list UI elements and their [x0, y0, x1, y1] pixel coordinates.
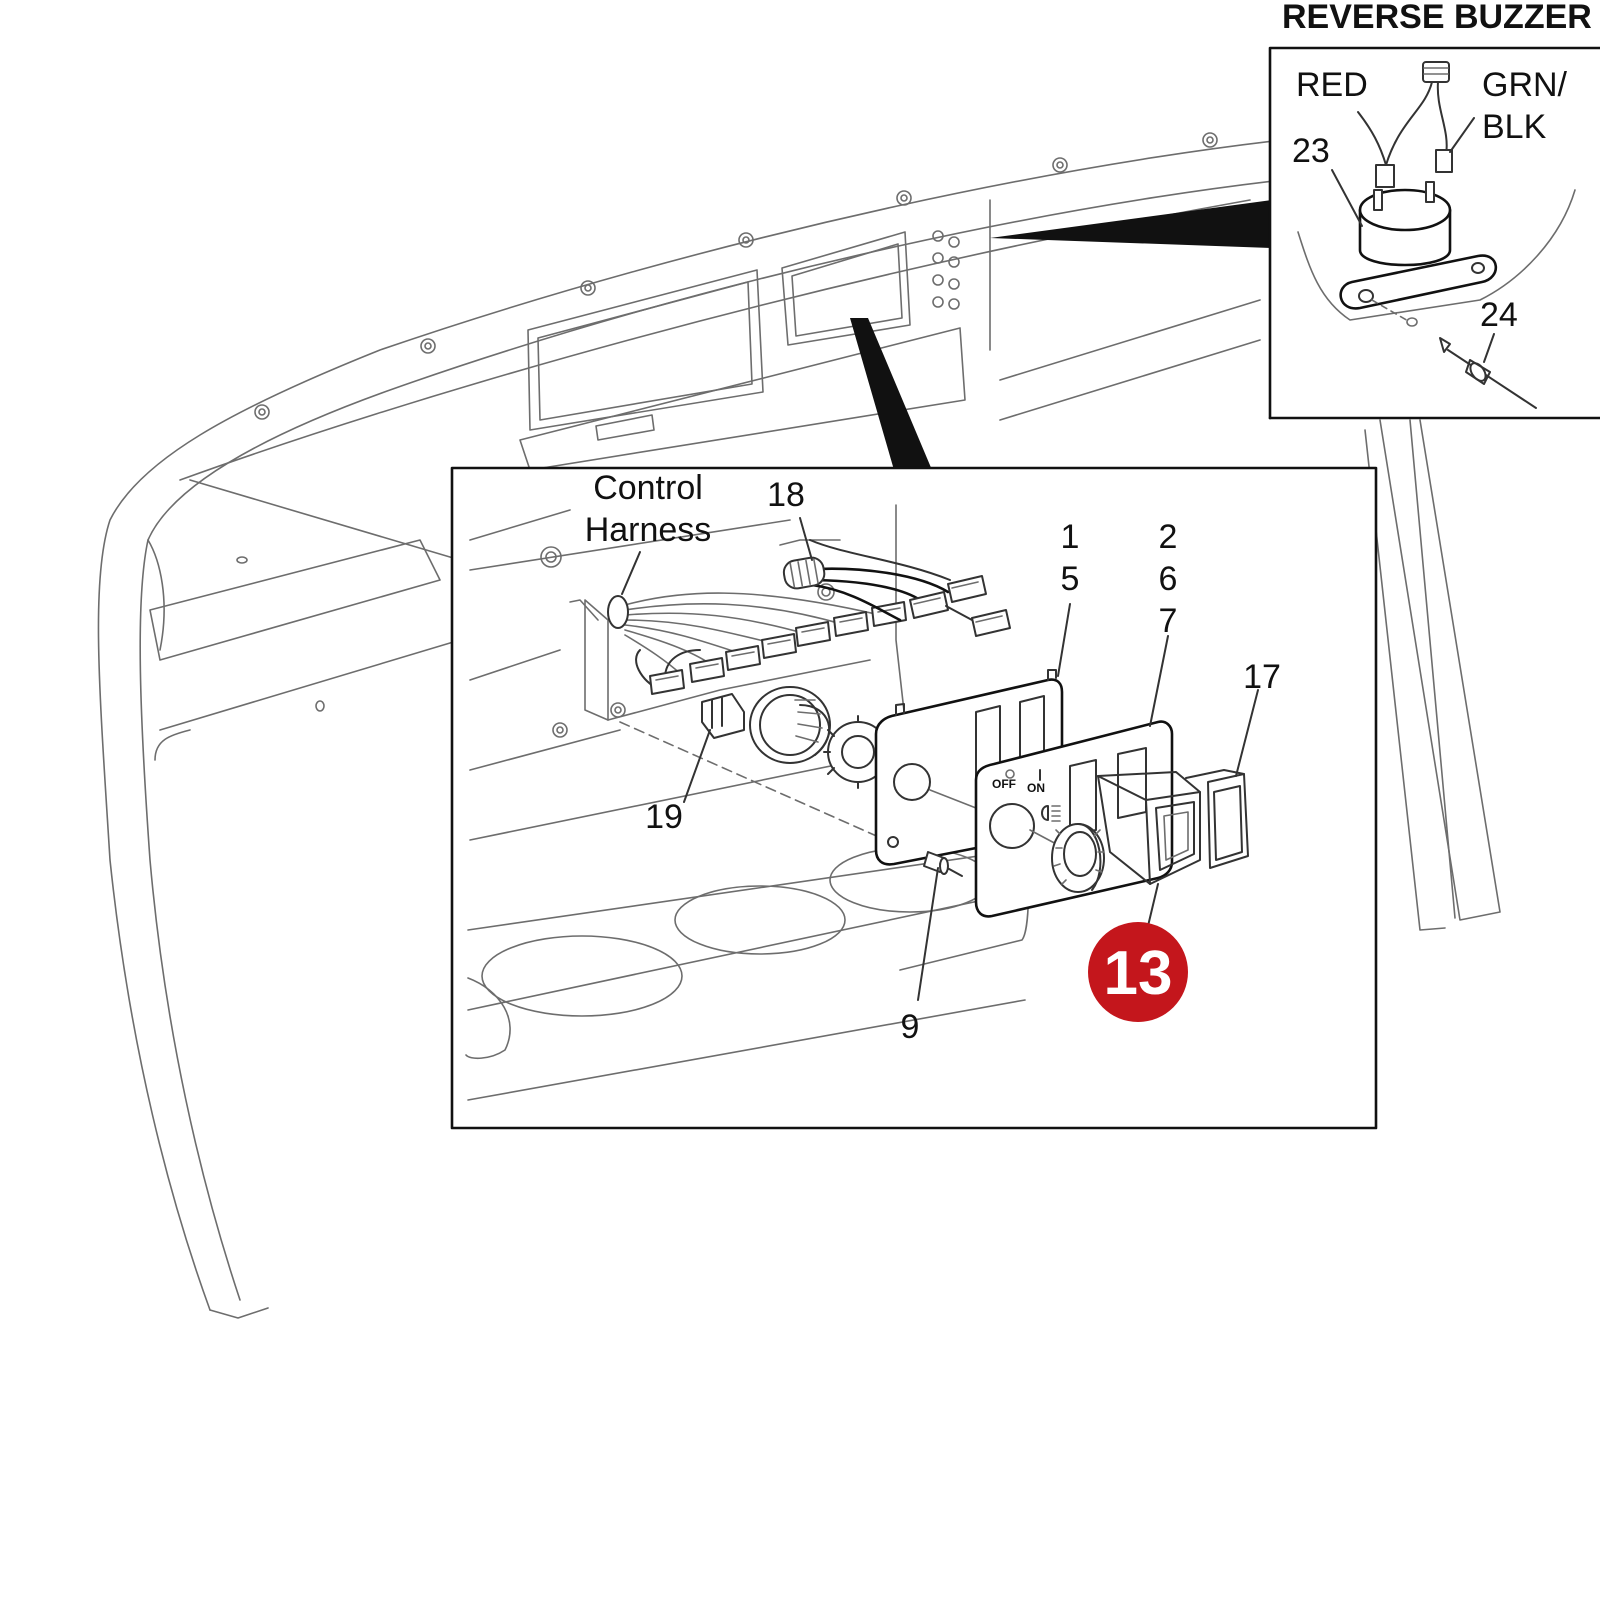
switch-bezel: OFF ON [974, 720, 1174, 918]
switch-panel-detail-inset: OFF ON [450, 466, 1378, 1130]
wire-label-red: RED [1296, 66, 1368, 104]
wire-label-grn-line2: BLK [1482, 108, 1547, 146]
part-label-23: 23 [1292, 132, 1330, 170]
off-mark: OFF [992, 777, 1016, 791]
rocker-switch-13 [1097, 771, 1201, 885]
headlight-icon [1041, 805, 1061, 822]
control-harness-label-line2: Harness [585, 511, 712, 549]
control-harness-label-line1: Control [593, 469, 703, 507]
part-label-2: 2 [1159, 518, 1178, 556]
part-label-18: 18 [767, 476, 805, 514]
part-label-9: 9 [901, 1008, 920, 1046]
leader-wedge-detail [850, 318, 932, 470]
part-label-24: 24 [1480, 296, 1518, 334]
dash-screws [254, 132, 1218, 420]
part-label-1: 1 [1061, 518, 1080, 556]
part-label-17: 17 [1243, 658, 1281, 696]
wire-label-grn-line1: GRN/ [1482, 66, 1568, 104]
light-knob [1051, 823, 1105, 893]
part-label-7: 7 [1159, 602, 1178, 640]
reverse-buzzer-title: REVERSE BUZZER [1282, 0, 1592, 36]
on-mark: ON [1027, 781, 1045, 795]
leader-lines [621, 517, 1259, 1001]
callout-13-label: 13 [1104, 939, 1173, 1008]
control-harness [607, 539, 1011, 695]
harness-connectors [649, 601, 907, 695]
bundle-connectors [909, 575, 1011, 637]
part-label-6: 6 [1159, 560, 1178, 598]
part-label-19: 19 [645, 798, 683, 836]
dash-frame [97, 129, 1501, 1319]
clip-19 [619, 693, 891, 843]
callout-badge-13: 13 [1088, 922, 1188, 1022]
switch-highlight [1097, 771, 1201, 885]
part-label-5: 5 [1061, 560, 1080, 598]
labels: REVERSE BUZZER RED GRN/ BLK 23 24 Contro… [585, 0, 1592, 1046]
pin-9 [923, 851, 963, 877]
off-symbol-icon [1005, 769, 1015, 779]
reverse-buzzer-inset [1268, 46, 1600, 420]
leader-wedge-buzzer [990, 200, 1272, 248]
